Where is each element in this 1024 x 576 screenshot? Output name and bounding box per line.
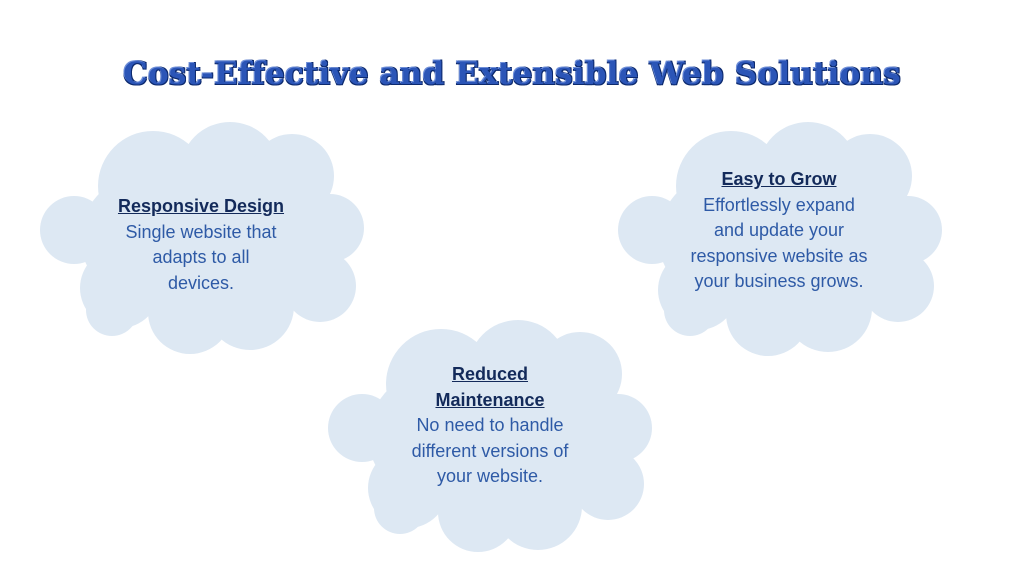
cloud-reduced-maintenance: Reduced Maintenance No need to handle di… <box>328 314 652 552</box>
cloud-heading: Easy to Grow <box>721 169 837 189</box>
cloud-easy-to-grow: Easy to Grow Effortlessly expand and upd… <box>618 118 942 356</box>
cloud-heading: Responsive Design <box>117 196 285 216</box>
cloud-body: Effortlessly expand and update your resp… <box>690 194 868 292</box>
cloud-shape <box>618 122 942 356</box>
cloud-shape <box>328 320 652 552</box>
cloud-shape <box>40 122 364 354</box>
cloud-text: Responsive Design Single website that ad… <box>40 194 362 296</box>
cloud-body: Single website that adapts to all device… <box>125 221 277 293</box>
cloud-heading: Reduced Maintenance <box>435 364 545 410</box>
slide-title: Cost-Effective and Extensible Web Soluti… <box>123 56 901 92</box>
cloud-text: Easy to Grow Effortlessly expand and upd… <box>618 167 940 295</box>
cloud-responsive-design: Responsive Design Single website that ad… <box>40 120 364 354</box>
cloud-text: Reduced Maintenance No need to handle di… <box>328 362 652 490</box>
cloud-body: No need to handle different versions of … <box>411 415 569 486</box>
